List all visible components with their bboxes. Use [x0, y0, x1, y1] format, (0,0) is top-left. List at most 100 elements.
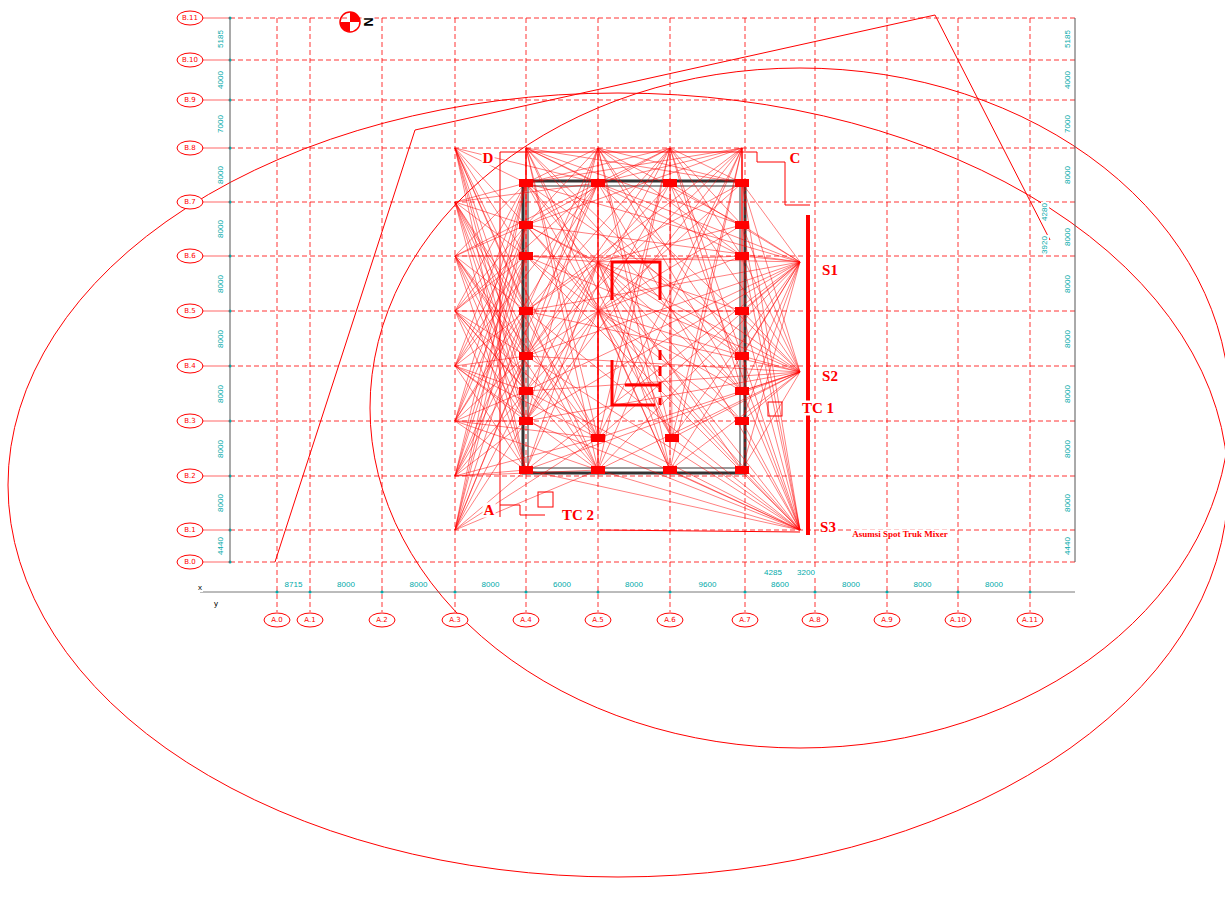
dimension-tick: [597, 591, 600, 594]
dimension: 8000: [624, 581, 644, 589]
reach-line: [526, 262, 800, 391]
dimension: 8600: [770, 581, 790, 589]
grid-border: [230, 18, 231, 562]
reach-line: [455, 183, 598, 476]
dimension: 8000: [481, 581, 501, 589]
grid-label: A.9: [880, 617, 893, 624]
reach-line: [526, 148, 670, 470]
building-column: [519, 307, 533, 315]
point-label: S3: [819, 520, 837, 535]
reach-line: [526, 148, 742, 421]
reach-line: [455, 391, 526, 421]
reach-line: [526, 148, 742, 183]
grid-line: [202, 148, 230, 149]
building-column: [735, 307, 749, 315]
dimension: 4000: [217, 70, 225, 90]
dimension: 8000: [913, 581, 933, 589]
reach-line: [670, 148, 672, 438]
reach-line: [455, 183, 598, 256]
reach-line: [455, 183, 598, 530]
reach-line: [742, 356, 800, 530]
reach-line: [598, 148, 742, 470]
dimension: 8000: [217, 384, 225, 404]
grid-label: A.5: [591, 617, 604, 624]
dimension: 4285: [763, 569, 783, 577]
reach-line: [672, 148, 742, 438]
reach-line: [670, 148, 742, 225]
grid-line: [1030, 18, 1031, 612]
grid-line: [815, 18, 816, 612]
reach-line: [526, 256, 800, 262]
reach-line: [526, 421, 800, 530]
grid-line: [202, 256, 230, 257]
reach-line: [526, 148, 527, 421]
grid-label: B.7: [183, 199, 196, 206]
reach-line: [526, 148, 598, 225]
grid-line: [202, 421, 230, 422]
reach-line: [455, 183, 526, 476]
grid-bubble: [177, 11, 203, 25]
reach-line: [598, 148, 672, 438]
grid-label: B.11: [181, 15, 199, 22]
reach-line: [670, 148, 742, 356]
reach-line: [742, 372, 800, 421]
reach-line: [455, 148, 598, 183]
reach-line: [455, 356, 526, 530]
work-area: [500, 152, 810, 517]
dimension-tick: [276, 591, 279, 594]
building-outline: [528, 186, 740, 468]
reach-line: [526, 148, 742, 183]
reach-line: [455, 225, 526, 311]
point-label: S2: [821, 369, 839, 384]
grid-label: A.6: [663, 617, 676, 624]
reach-line: [526, 148, 670, 225]
dimension: 4440: [1064, 536, 1072, 556]
reach-line: [455, 256, 598, 438]
dimension-tick: [454, 591, 457, 594]
building-column: [735, 221, 749, 229]
grid-line: [670, 18, 671, 612]
grid-bubble: [1017, 613, 1043, 627]
grid-label: B.2: [183, 473, 196, 480]
reach-line: [742, 225, 800, 530]
crane-radius: [370, 68, 1225, 748]
reach-line: [455, 183, 598, 366]
grid-label: B.4: [183, 363, 196, 370]
reach-line: [526, 470, 800, 530]
reach-line: [455, 183, 526, 530]
grid-line: [310, 18, 311, 612]
dimension: 6000: [552, 581, 572, 589]
reach-line: [455, 183, 526, 421]
crane-radius: [8, 93, 1225, 877]
reach-line: [455, 421, 598, 470]
reach-line: [455, 202, 598, 470]
grid-bubble: [874, 613, 900, 627]
reach-line: [526, 262, 800, 421]
grid-line: [202, 202, 230, 203]
reach-line: [526, 148, 670, 421]
reach-line: [455, 311, 526, 530]
reach-line: [526, 148, 598, 183]
reach-line: [455, 183, 526, 311]
reach-line: [455, 470, 598, 530]
grid-bubble: [585, 613, 611, 627]
grid-bubble: [177, 414, 203, 428]
dimension: 8000: [217, 493, 225, 513]
building-column: [735, 179, 749, 187]
reach-line: [742, 256, 800, 530]
grid-line: [230, 100, 1075, 101]
reach-line: [670, 183, 800, 262]
grid-bubble: [177, 93, 203, 107]
north-label: N: [362, 16, 375, 27]
reach-line: [742, 225, 800, 262]
reach-line: [742, 256, 800, 262]
grid-line: [230, 148, 1075, 149]
grid-label: A.10: [949, 617, 967, 624]
reach-line: [672, 438, 800, 530]
reach-line: [455, 202, 526, 225]
grid-line: [598, 18, 599, 612]
dimension: 4280: [1041, 202, 1049, 222]
reach-line: [526, 148, 742, 356]
dimension: 8000: [217, 219, 225, 239]
grid-label: B.5: [183, 308, 196, 315]
